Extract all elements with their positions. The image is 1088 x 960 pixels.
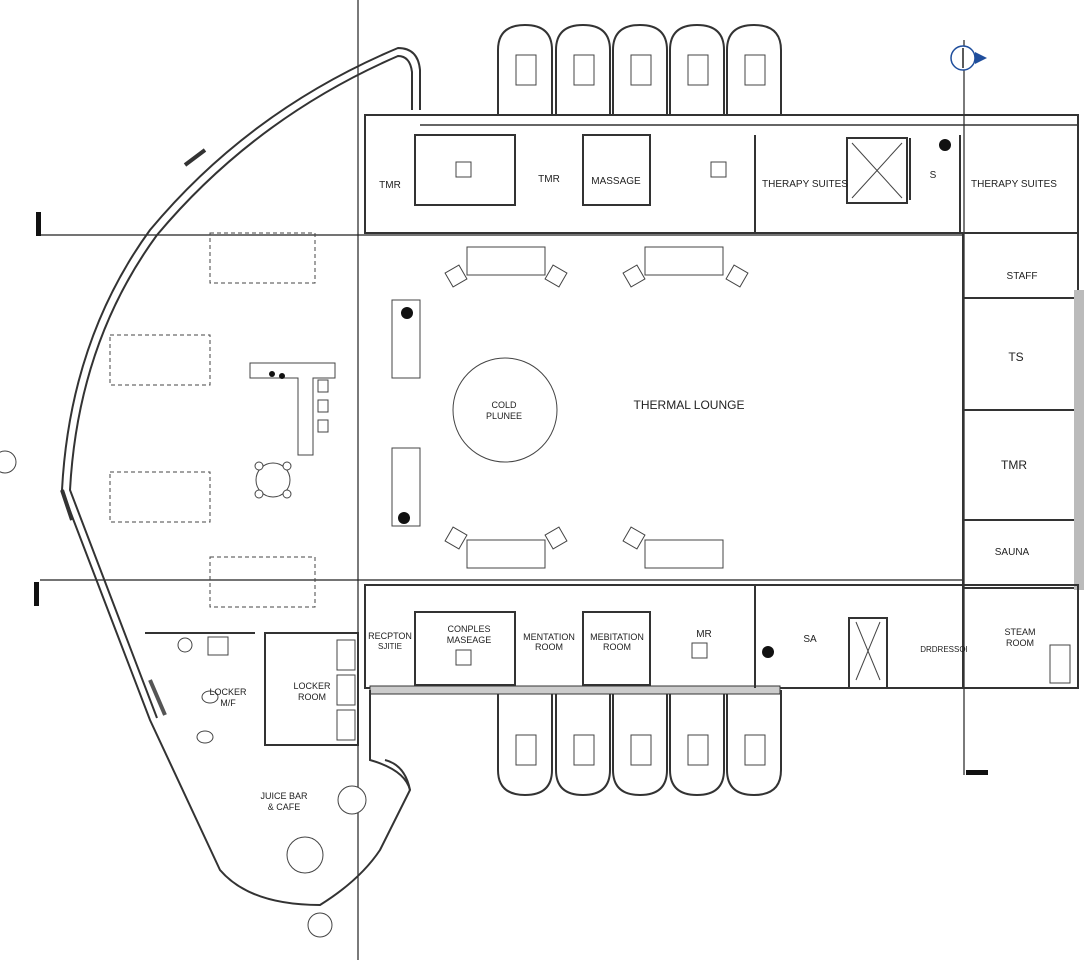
label-meditation-1: MEBITATION — [590, 632, 644, 642]
lounge-furniture — [391, 246, 749, 569]
label-mentation-2: ROOM — [535, 642, 563, 652]
label-sa: SA — [803, 634, 817, 645]
grid-lines — [0, 0, 988, 960]
label-therapy-suites-2: THERAPY SUITES — [971, 179, 1057, 190]
label-steam-2: ROOM — [1006, 638, 1034, 648]
label-juice-bar-1: JUICE BAR — [260, 791, 308, 801]
bottom-wing — [364, 584, 1079, 695]
label-locker-mf-2: M/F — [220, 698, 236, 708]
label-juice-bar-2: & CAFE — [268, 802, 301, 812]
label-cold-plunge-2: PLUNEE — [486, 411, 522, 421]
label-tmr-right: TMR — [1001, 458, 1027, 472]
label-dressing: DRDRESSOI — [920, 645, 968, 654]
outdoor-bar — [249, 362, 336, 499]
label-reception-1: RECPTON — [368, 631, 412, 641]
north-arrow-icon — [950, 45, 987, 71]
right-column — [962, 232, 1084, 590]
room-labels: TMR TMR MASSAGE THERAPY SUITES S THERAPY… — [209, 170, 1057, 812]
bottom-pods — [497, 690, 782, 797]
label-locker-room-1: LOCKER — [293, 681, 331, 691]
label-tmr-top-left: TMR — [379, 180, 401, 191]
label-tmr-top-mid: TMR — [538, 174, 560, 185]
top-wing — [364, 114, 1079, 234]
label-therapy-suites-1: THERAPY SUITES — [762, 179, 848, 190]
label-steam-1: STEAM — [1004, 627, 1035, 637]
label-locker-room-2: ROOM — [298, 692, 326, 702]
label-meditation-2: ROOM — [603, 642, 631, 652]
label-ts: TS — [1008, 350, 1023, 364]
label-reception-2: SJITIE — [378, 642, 402, 651]
label-massage: MASSAGE — [591, 176, 641, 187]
locker-cafe-block — [145, 632, 411, 874]
label-thermal-lounge: THERMAL LOUNGE — [634, 398, 745, 412]
label-mentation-1: MENTATION — [523, 632, 575, 642]
label-couples-1: CONPLES — [447, 624, 490, 634]
label-locker-mf-1: LOCKER — [209, 687, 247, 697]
label-mr: MR — [696, 629, 712, 640]
label-staff: STAFF — [1007, 271, 1038, 282]
label-sauna: SAUNA — [995, 547, 1030, 558]
curved-facade — [60, 46, 421, 907]
top-pods — [497, 23, 782, 115]
label-s: S — [930, 170, 937, 181]
label-cold-plunge-1: COLD — [491, 400, 517, 410]
cold-plunge-pool — [452, 357, 558, 463]
label-couples-2: MASEAGE — [447, 635, 492, 645]
outdoor-pads — [109, 232, 316, 608]
